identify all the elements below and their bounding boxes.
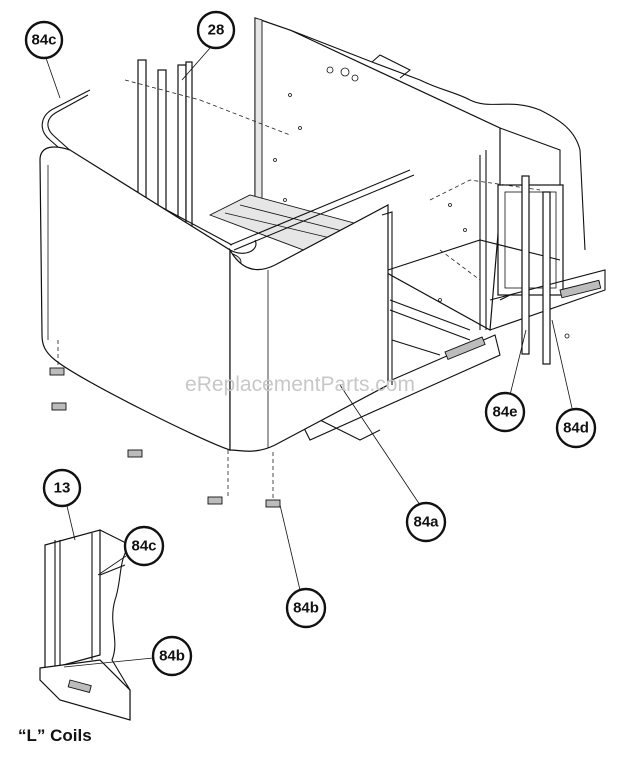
leader-lines — [45, 47, 573, 668]
l-coils-inset — [39, 529, 131, 721]
callout-label: 28 — [208, 22, 225, 39]
callout-label: 84c — [131, 538, 156, 555]
callout-84c-top: 84c — [24, 20, 64, 60]
callout-label: 84b — [159, 648, 185, 665]
base-pan — [299, 179, 561, 441]
callout-84c-inset: 84c — [123, 525, 165, 567]
callout-label: 84b — [293, 600, 319, 617]
side-strips — [521, 175, 570, 365]
inset-caption: “L” Coils — [18, 726, 92, 745]
coil-wrapper-panel-84a — [39, 146, 393, 452]
callout-84a: 84a — [405, 501, 447, 543]
callout-84b-inset: 84b — [151, 635, 193, 677]
watermark-text: eReplacementParts.com — [185, 373, 415, 396]
callout-13: 13 — [42, 468, 82, 508]
callout-28: 28 — [196, 10, 236, 50]
callout-84b: 84b — [285, 587, 327, 629]
feet-84b — [49, 340, 281, 508]
callout-label: 13 — [54, 480, 71, 497]
callout-84e: 84e — [484, 391, 526, 433]
cabinet-back-assembly — [254, 17, 606, 331]
callout-label: 84c — [31, 32, 56, 49]
mounting-holes — [273, 66, 467, 302]
callout-label: 84a — [413, 514, 439, 531]
callout-label: 84d — [563, 420, 589, 437]
callout-84d: 84d — [555, 407, 597, 449]
callout-label: 84e — [492, 404, 517, 421]
